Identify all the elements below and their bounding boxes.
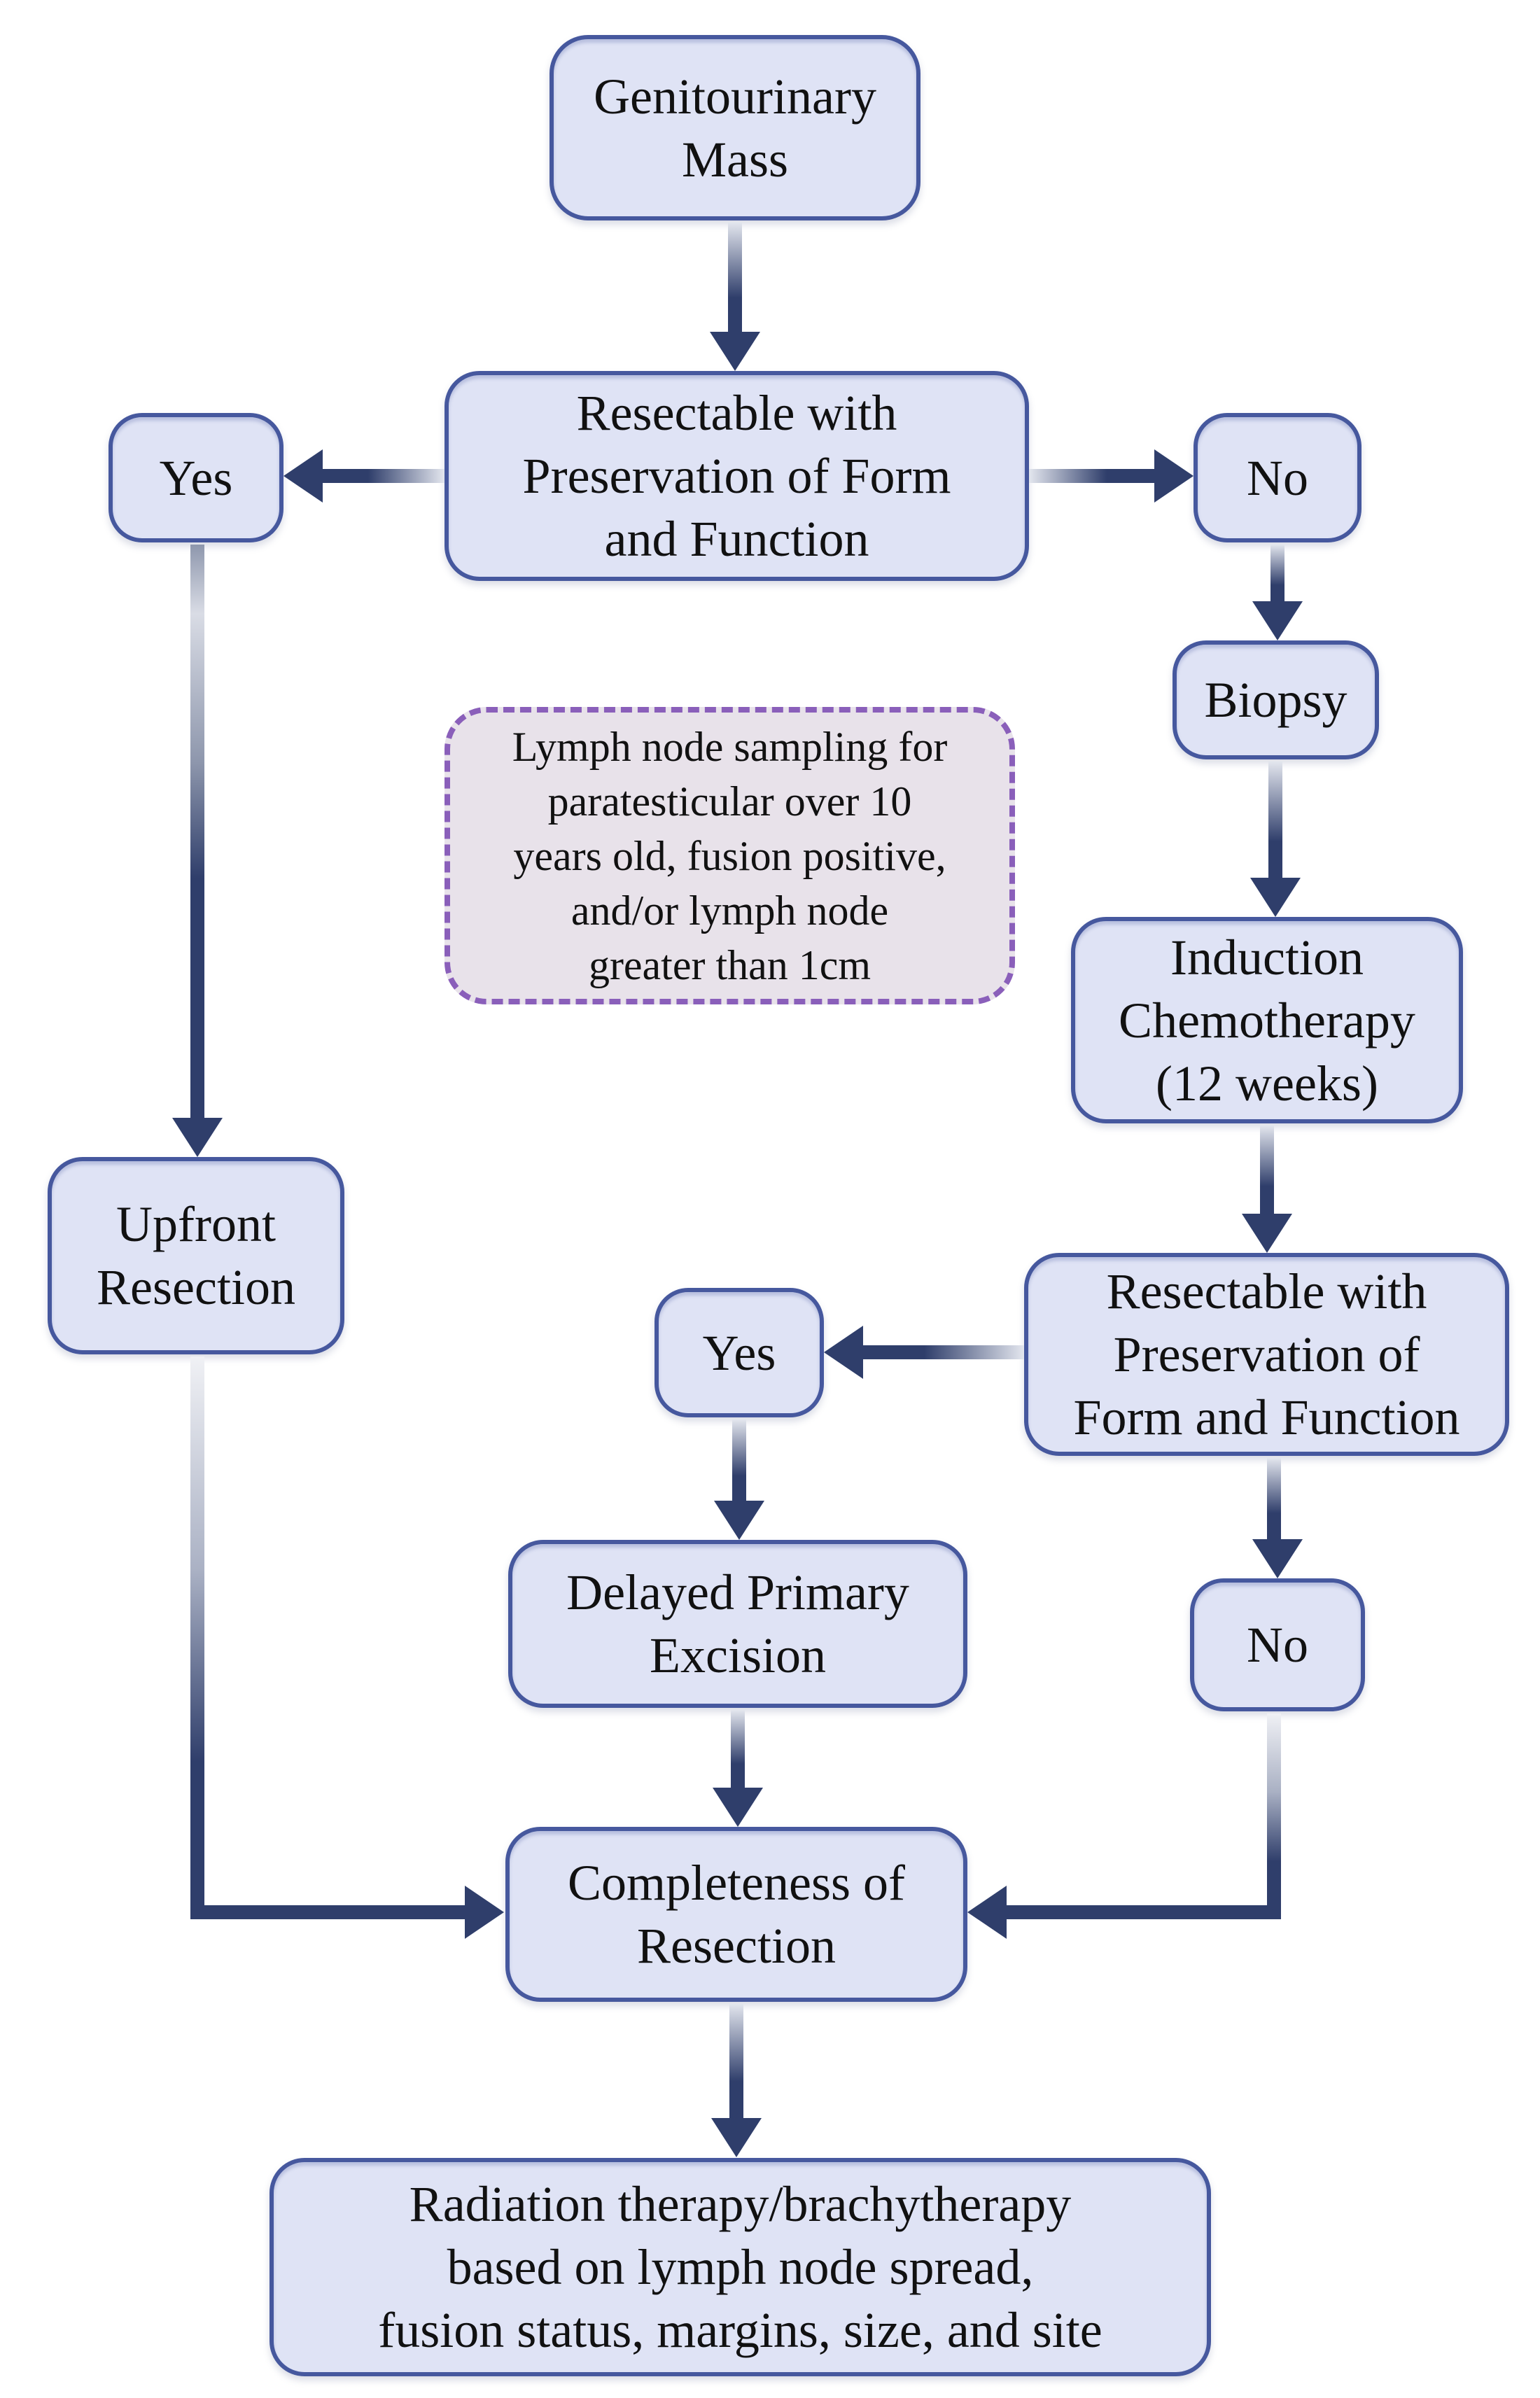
node-no-2-label: No [1247, 1617, 1308, 1673]
node-delayed-primary-excision: Delayed Primary Excision [508, 1540, 967, 1708]
node-completeness-of-resection-label: Completeness of Resection [568, 1855, 905, 1974]
node-yes-2: Yes [654, 1288, 824, 1417]
arrow-resectable2-to-no2-head [1252, 1539, 1303, 1578]
arrow-yes1-to-upfront-head [172, 1118, 223, 1157]
arrow-resectable1-to-no1-head [1154, 449, 1194, 503]
node-yes-1-label: Yes [159, 449, 233, 506]
arrow-resectable1-to-no1-stem [1029, 469, 1154, 483]
node-yes-2-label: Yes [702, 1324, 776, 1381]
arrow-resectable2-to-yes2-stem [863, 1345, 1024, 1359]
node-no-1: No [1194, 413, 1362, 542]
arrow-mass-to-resectable1-stem [728, 223, 742, 333]
arrow-resectable1-to-yes1-stem [321, 469, 444, 483]
node-genitourinary-mass: Genitourinary Mass [550, 35, 920, 220]
node-no-1-label: No [1247, 449, 1308, 506]
node-resectable-with-preservation-2: Resectable with Preservation of Form and… [1024, 1253, 1509, 1456]
arrow-upfront-to-completeness-hstem [190, 1905, 465, 1919]
node-yes-1: Yes [108, 413, 284, 542]
arrow-no2-to-completeness-head [967, 1886, 1007, 1939]
node-radiation-therapy-label: Radiation therapy/brachytherapy based on… [378, 2176, 1102, 2358]
node-genitourinary-mass-label: Genitourinary Mass [594, 68, 876, 188]
node-induction-chemotherapy: Induction Chemotherapy (12 weeks) [1071, 917, 1463, 1123]
arrow-completeness-to-radiation-head [711, 2118, 762, 2157]
arrow-no1-to-biopsy-head [1252, 601, 1303, 640]
node-upfront-resection: Upfront Resection [48, 1157, 344, 1354]
arrow-yes2-to-delayed-head [714, 1501, 764, 1540]
arrow-resectable2-to-no2-stem [1267, 1458, 1281, 1539]
node-resectable-1-label: Resectable with Preservation of Form and… [522, 385, 951, 567]
arrow-resectable1-to-yes1-head [284, 449, 323, 503]
arrow-chemo-to-resectable2-stem [1260, 1126, 1274, 1215]
node-resectable-2-label: Resectable with Preservation of Form and… [1073, 1263, 1460, 1445]
arrow-completeness-to-radiation-stem [729, 2004, 743, 2118]
arrow-yes2-to-delayed-stem [732, 1419, 746, 1502]
note-lymph-node-sampling: Lymph node sampling for paratesticular o… [444, 707, 1015, 1004]
node-radiation-therapy: Radiation therapy/brachytherapy based on… [270, 2158, 1211, 2376]
node-delayed-primary-excision-label: Delayed Primary Excision [566, 1564, 909, 1683]
node-completeness-of-resection: Completeness of Resection [505, 1827, 967, 2002]
node-biopsy: Biopsy [1172, 640, 1379, 759]
note-lymph-node-sampling-label: Lymph node sampling for paratesticular o… [512, 723, 948, 988]
node-upfront-resection-label: Upfront Resection [97, 1196, 295, 1315]
arrow-upfront-to-completeness-head [465, 1886, 504, 1939]
node-biopsy-label: Biopsy [1204, 672, 1348, 728]
node-no-2: No [1190, 1578, 1365, 1711]
arrow-yes1-to-upfront-stem [190, 545, 204, 1120]
arrow-delayed-to-completeness-stem [731, 1710, 745, 1789]
node-resectable-with-preservation-1: Resectable with Preservation of Form and… [444, 371, 1029, 581]
arrow-upfront-to-completeness-vstem [190, 1356, 204, 1919]
arrow-no1-to-biopsy-stem [1270, 545, 1284, 604]
arrow-mass-to-resectable1-head [710, 332, 760, 371]
arrow-resectable2-to-yes2-head [824, 1326, 863, 1379]
node-induction-chemotherapy-label: Induction Chemotherapy (12 weeks) [1119, 929, 1415, 1112]
arrow-no2-to-completeness-vstem [1267, 1713, 1281, 1919]
arrow-biopsy-to-chemo-stem [1268, 762, 1282, 879]
arrow-biopsy-to-chemo-head [1250, 878, 1301, 917]
arrow-delayed-to-completeness-head [713, 1788, 763, 1827]
arrow-chemo-to-resectable2-head [1242, 1214, 1292, 1253]
arrow-no2-to-completeness-hstem [1007, 1905, 1281, 1919]
